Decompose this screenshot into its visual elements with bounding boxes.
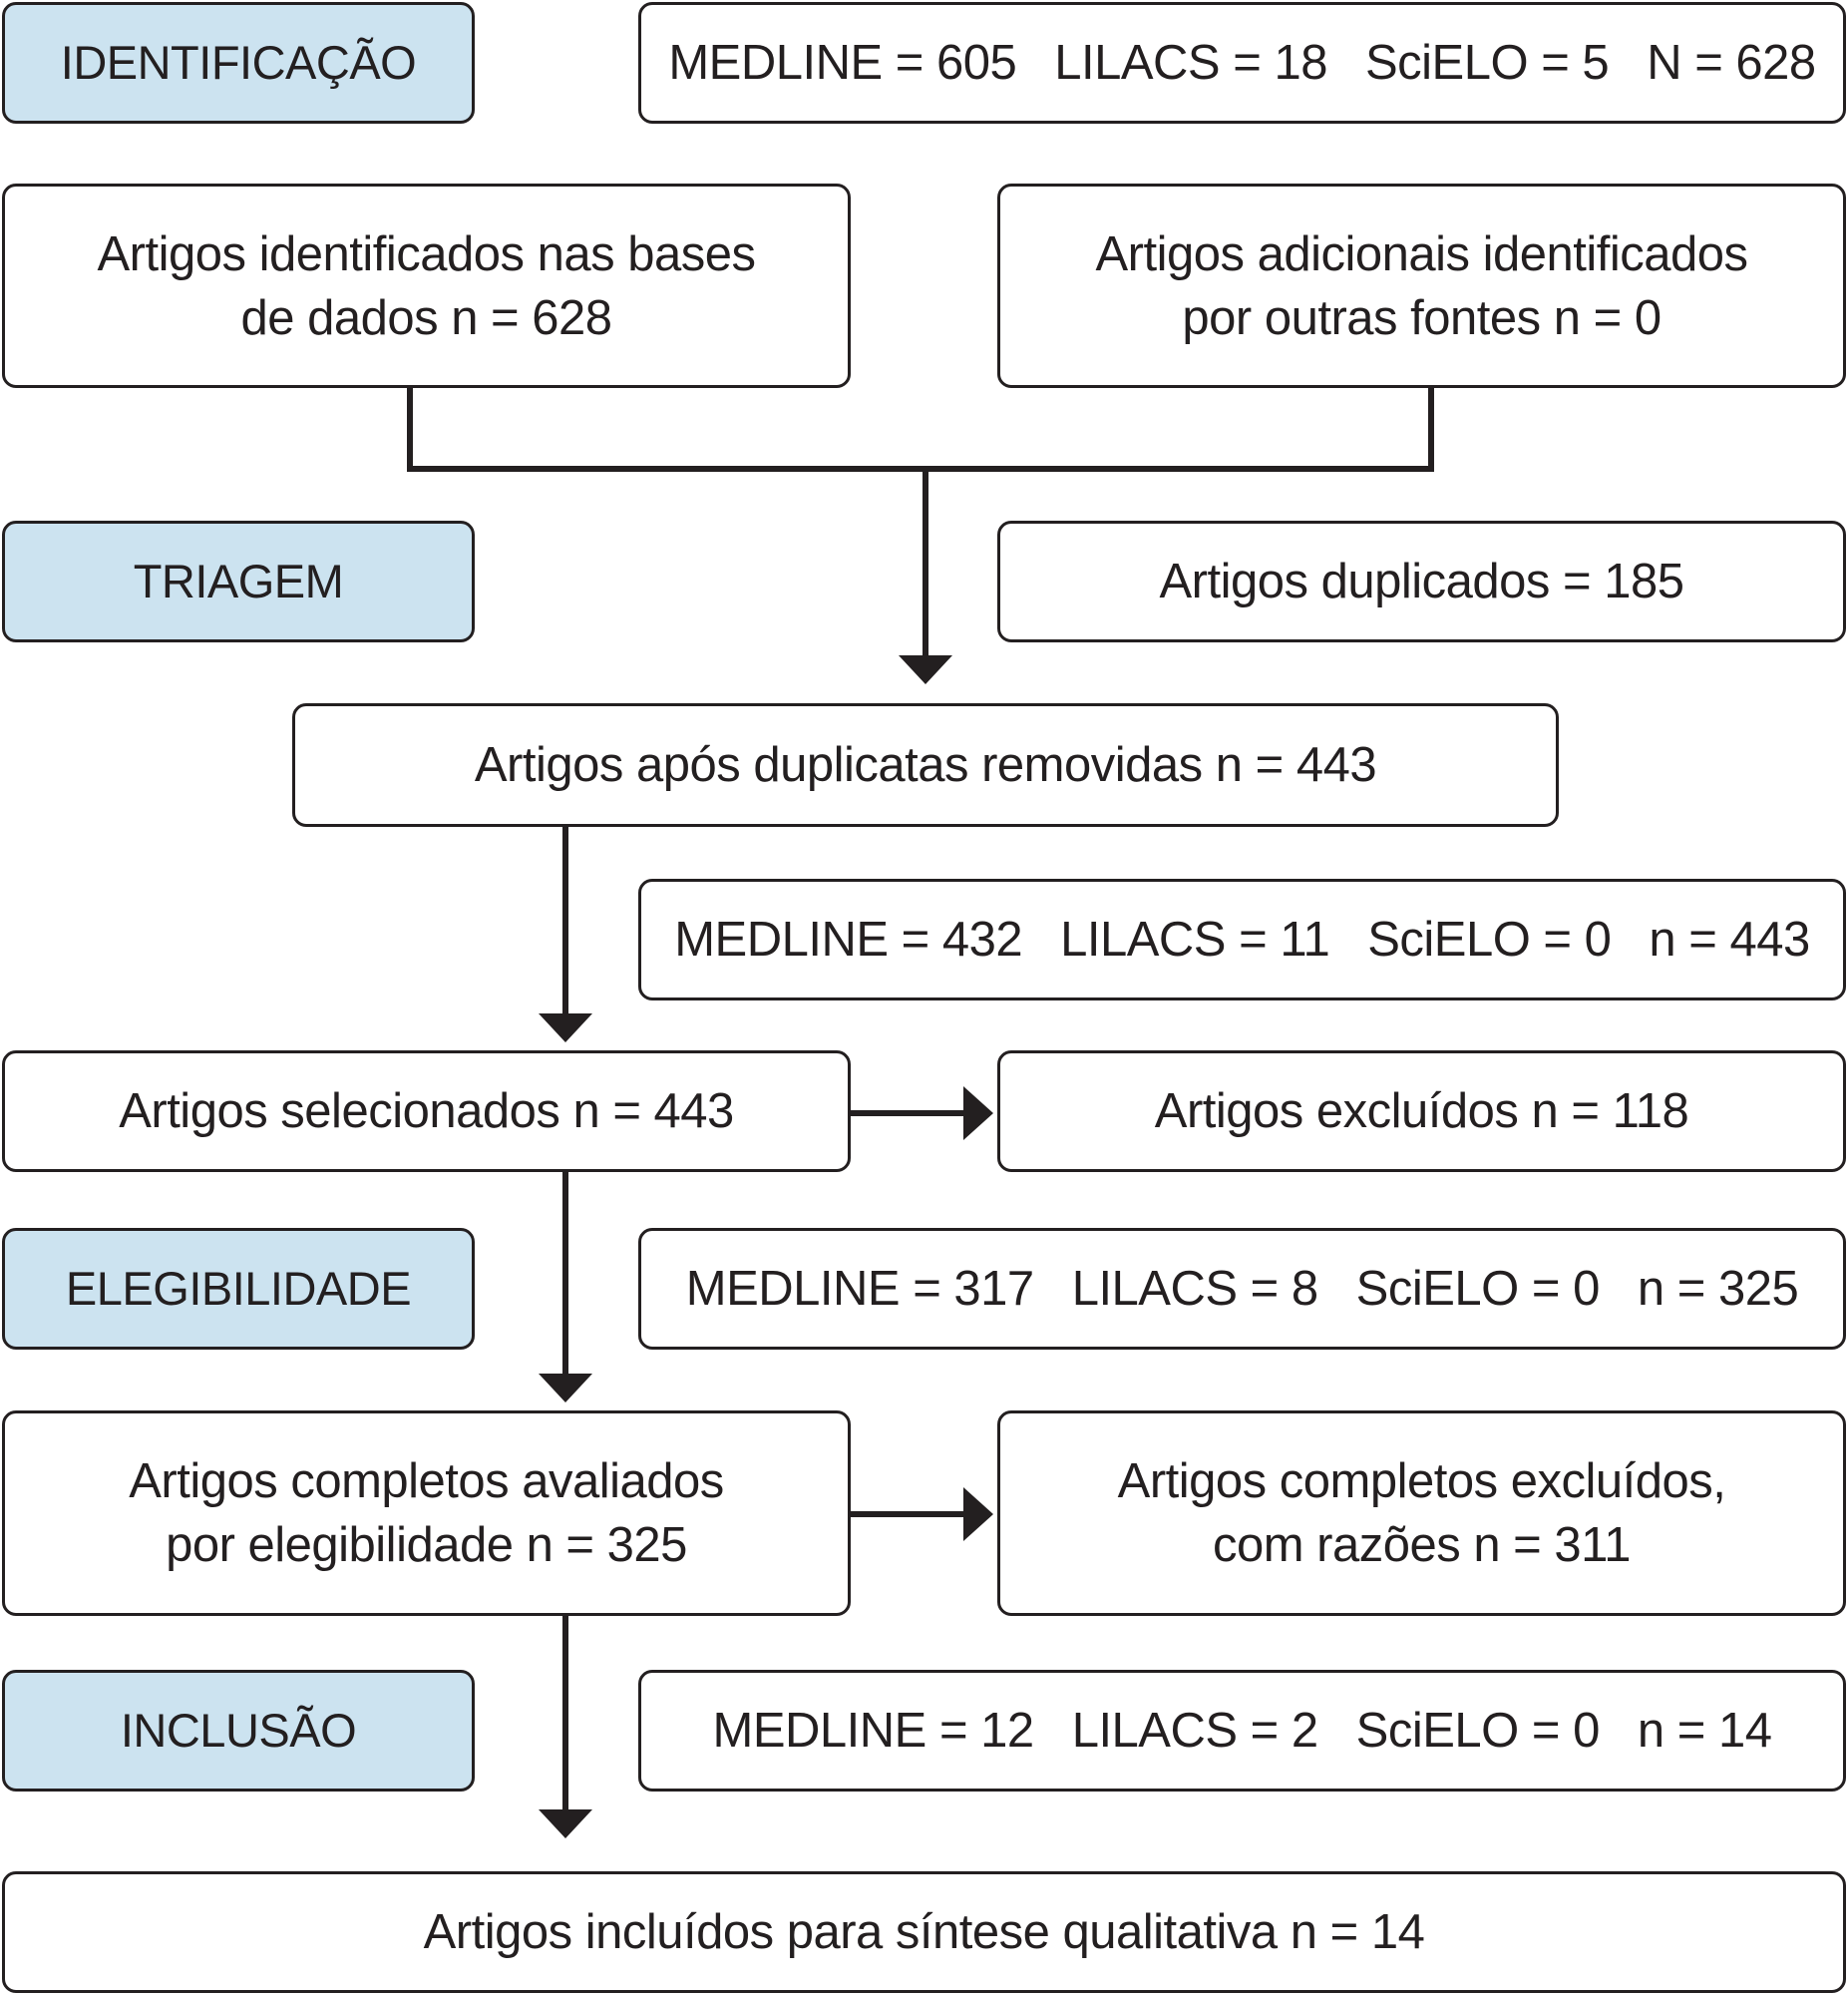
full-excluded-line2: com razões n = 311	[1212, 1518, 1632, 1572]
count-lilacs: LILACS = 18	[1054, 36, 1327, 90]
db-counts-inclusao: MEDLINE = 12 LILACS = 2 SciELO = 0 n = 1…	[638, 1670, 1846, 1792]
arrowhead-right-1	[963, 1086, 993, 1140]
db-counts-triagem: MEDLINE = 432 LILACS = 11 SciELO = 0 n =…	[638, 879, 1846, 1000]
count-lilacs: LILACS = 11	[1060, 913, 1330, 967]
count-total: n = 325	[1637, 1262, 1799, 1316]
included-label: Artigos incluídos para síntese qualitati…	[423, 1905, 1425, 1959]
count-total: n = 14	[1637, 1704, 1772, 1758]
count-lilacs: LILACS = 8	[1071, 1262, 1318, 1316]
count-total: N = 628	[1647, 36, 1816, 90]
count-scielo: SciELO = 5	[1364, 36, 1610, 90]
stage-identificacao: IDENTIFICAÇÃO	[2, 2, 475, 124]
arrowhead-down-4	[539, 1809, 592, 1838]
db-counts-identificacao: MEDLINE = 605 LILACS = 18 SciELO = 5 N =…	[638, 2, 1846, 124]
selected-box: Artigos selecionados n = 443	[2, 1050, 851, 1172]
arrowhead-down-2	[539, 1013, 592, 1042]
count-lilacs: LILACS = 2	[1071, 1704, 1318, 1758]
stage-identificacao-label: IDENTIFICAÇÃO	[60, 36, 417, 89]
stage-elegibilidade: ELEGIBILIDADE	[2, 1228, 475, 1350]
stage-triagem: TRIAGEM	[2, 521, 475, 642]
arrowhead-right-2	[963, 1487, 993, 1541]
stage-elegibilidade-label: ELEGIBILIDADE	[65, 1262, 412, 1315]
identified-other-line1: Artigos adicionais identificados	[1095, 226, 1748, 281]
full-excluded-line1: Artigos completos excluídos,	[1117, 1454, 1726, 1508]
after-duplicates-label: Artigos após duplicatas removidas n = 44…	[474, 738, 1377, 792]
included-box: Artigos incluídos para síntese qualitati…	[2, 1871, 1846, 1993]
full-assessed-line1: Artigos completos avaliados	[129, 1454, 724, 1508]
db-counts-elegibilidade: MEDLINE = 317 LILACS = 8 SciELO = 0 n = …	[638, 1228, 1846, 1350]
after-duplicates-box: Artigos após duplicatas removidas n = 44…	[292, 703, 1559, 827]
selected-label: Artigos selecionados n = 443	[119, 1084, 734, 1138]
count-scielo: SciELO = 0	[1355, 1262, 1601, 1316]
full-assessed-line2: por elegibilidade n = 325	[166, 1518, 687, 1572]
identified-db-box: Artigos identificados nas bases de dados…	[2, 184, 851, 388]
stage-inclusao: INCLUSÃO	[2, 1670, 475, 1792]
full-excluded-box: Artigos completos excluídos, com razões …	[997, 1410, 1846, 1616]
count-medline: MEDLINE = 432	[674, 913, 1023, 967]
duplicates-label: Artigos duplicados = 185	[1159, 555, 1685, 608]
identified-db-line1: Artigos identificados nas bases	[97, 226, 757, 281]
count-total: n = 443	[1649, 913, 1810, 967]
merge-connector	[407, 387, 1434, 472]
stage-inclusao-label: INCLUSÃO	[120, 1704, 357, 1757]
count-scielo: SciELO = 0	[1367, 913, 1612, 967]
excluded-label: Artigos excluídos n = 118	[1154, 1084, 1689, 1138]
identified-other-line2: por outras fontes n = 0	[1182, 290, 1662, 345]
stage-triagem-label: TRIAGEM	[133, 555, 344, 607]
excluded-box: Artigos excluídos n = 118	[997, 1050, 1846, 1172]
count-medline: MEDLINE = 605	[668, 36, 1017, 90]
duplicates-box: Artigos duplicados = 185	[997, 521, 1846, 642]
identified-db-line2: de dados n = 628	[240, 290, 612, 345]
arrowhead-down-3	[539, 1374, 592, 1402]
arrowhead-down-1	[899, 655, 952, 684]
identified-other-box: Artigos adicionais identificados por out…	[997, 184, 1846, 388]
count-medline: MEDLINE = 317	[685, 1262, 1034, 1316]
full-assessed-box: Artigos completos avaliados por elegibil…	[2, 1410, 851, 1616]
count-medline: MEDLINE = 12	[712, 1704, 1035, 1758]
count-scielo: SciELO = 0	[1355, 1704, 1601, 1758]
